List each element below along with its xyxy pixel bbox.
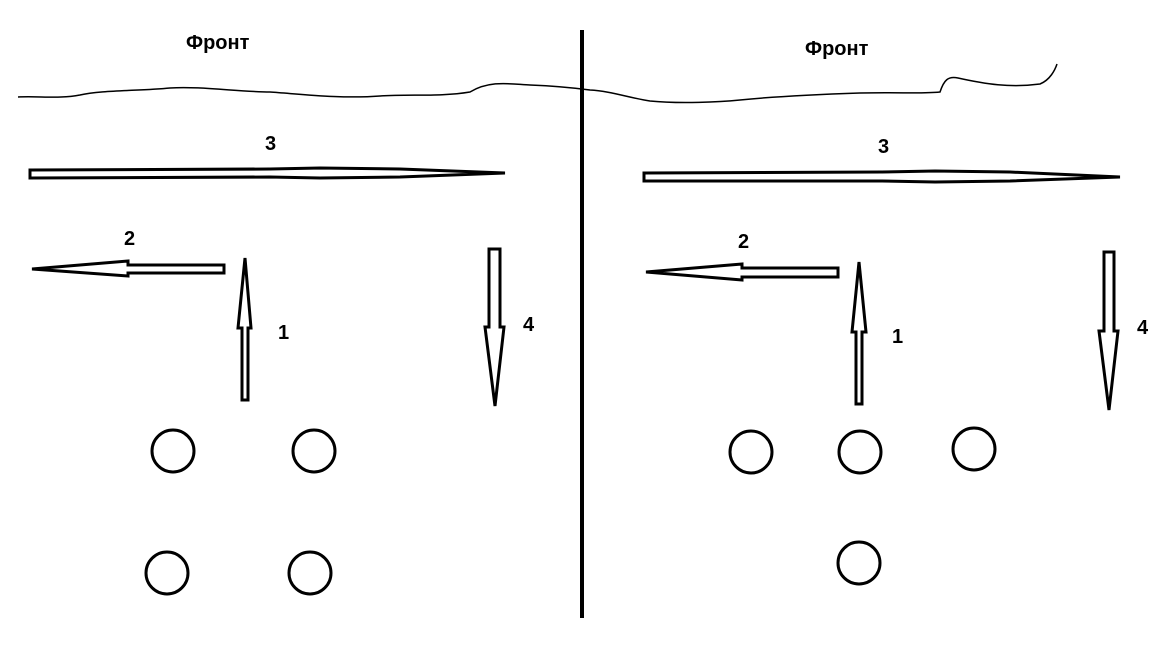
front-line bbox=[17, 63, 1058, 104]
arrow-4-label: 4 bbox=[523, 314, 535, 336]
arrow-1-shape bbox=[236, 257, 253, 402]
panel-right: Фронт 3 2 1 4 bbox=[642, 38, 1149, 586]
arrow-3-shape bbox=[642, 169, 1121, 184]
arrow-3-shape bbox=[28, 166, 506, 180]
arrow-1-shape bbox=[850, 261, 868, 406]
formation-circle bbox=[728, 429, 774, 475]
front-label: Фронт bbox=[805, 38, 869, 60]
arrow-1-label: 1 bbox=[892, 326, 903, 348]
formation-circle bbox=[836, 540, 882, 586]
formation-circle bbox=[287, 550, 333, 596]
formation-circle bbox=[837, 429, 883, 475]
arrow-4-label: 4 bbox=[1137, 317, 1149, 339]
formation-circle bbox=[951, 426, 997, 472]
arrow-4-shape bbox=[1097, 250, 1120, 411]
arrow-4-shape bbox=[483, 247, 506, 407]
arrow-3-label: 3 bbox=[265, 133, 276, 155]
arrow-2-label: 2 bbox=[124, 228, 135, 250]
arrow-2-shape bbox=[31, 259, 226, 278]
formation-circle bbox=[144, 550, 190, 596]
arrow-2-label: 2 bbox=[738, 231, 749, 253]
formation-circle bbox=[150, 428, 196, 474]
panel-left: Фронт 3 2 1 4 bbox=[28, 32, 535, 596]
formation-circle bbox=[291, 428, 337, 474]
front-label: Фронт bbox=[186, 32, 250, 54]
arrow-3-label: 3 bbox=[878, 136, 889, 158]
arrow-1-label: 1 bbox=[278, 322, 289, 344]
arrow-2-shape bbox=[645, 262, 840, 282]
